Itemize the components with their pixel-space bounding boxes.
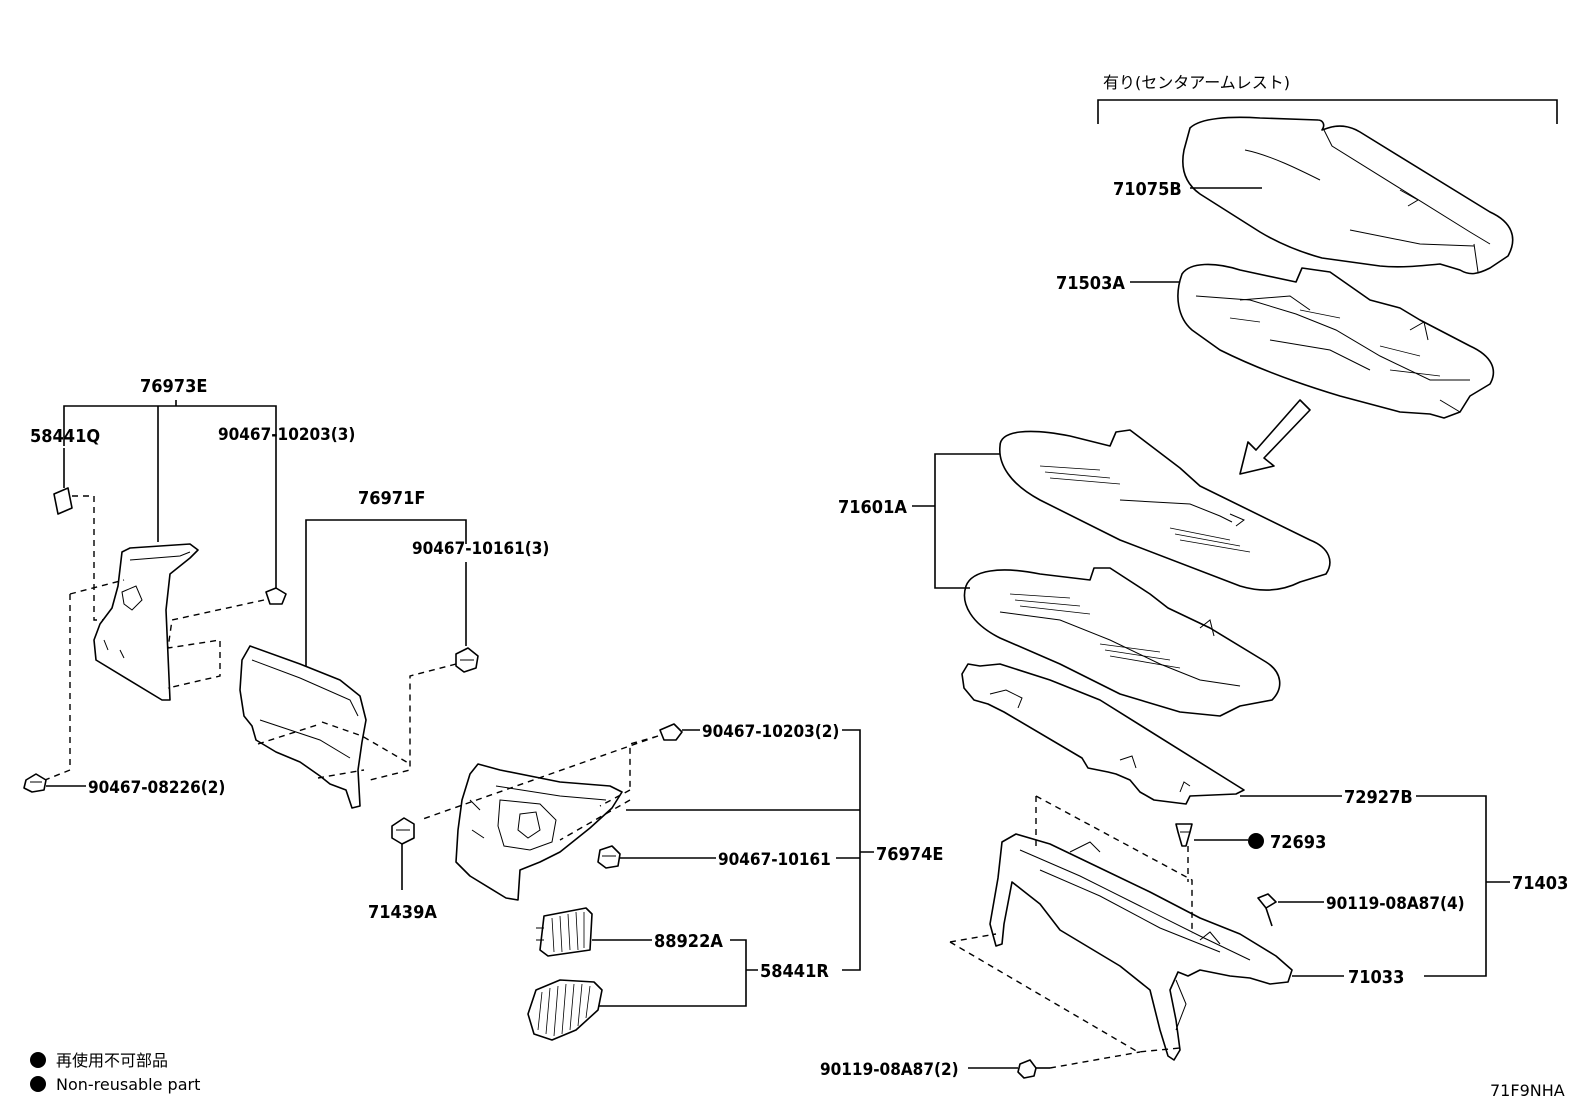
label-76973E: 76973E [140, 376, 207, 397]
clip-90467-10203-3-icon [265, 587, 287, 605]
label-72927B: 72927B [1344, 787, 1413, 808]
clip-90467-10161-3-icon [455, 647, 479, 673]
variant-note: 有り(センタアームレスト) [1103, 73, 1290, 92]
legend-bullet-icon [30, 1052, 46, 1068]
side-panel-76974E [455, 763, 623, 901]
bolt-90119-4-icon [1257, 893, 1277, 927]
clip-72693-icon [1175, 823, 1193, 847]
label-90467-10161: 90467-10161 [718, 850, 831, 870]
bolt-90119-2-icon [1017, 1059, 1050, 1079]
cap-58441Q-icon [53, 487, 73, 515]
label-71439A: 71439A [368, 902, 437, 923]
label-90467-10203-3: 90467-10203(3) [218, 425, 355, 445]
label-71503A: 71503A [1056, 273, 1125, 294]
label-88922A: 88922A [654, 931, 723, 952]
label-90119-08A87-2: 90119-08A87(2) [820, 1060, 959, 1080]
non-reusable-mark-icon [1248, 833, 1264, 849]
label-76971F: 76971F [358, 488, 425, 509]
clip-90467-08226-2-icon [23, 773, 47, 793]
seat-back-cover-71075B [1182, 116, 1514, 275]
label-90467-10203-2: 90467-10203(2) [702, 722, 839, 742]
label-76974E: 76974E [876, 844, 943, 865]
legend-bullet-icon [30, 1076, 46, 1092]
label-90467-08226-2: 90467-08226(2) [88, 778, 225, 798]
label-58441Q: 58441Q [30, 426, 100, 447]
clip-90467-10203-2-icon [659, 723, 683, 741]
seat-cushion-cover-71601A [999, 429, 1331, 591]
label-90119-08A87-4: 90119-08A87(4) [1326, 894, 1465, 914]
label-71601A: 71601A [838, 497, 907, 518]
label-58441R: 58441R [760, 961, 829, 982]
seat-frame-71033 [989, 833, 1293, 1061]
label-72693: 72693 [1270, 832, 1326, 853]
legend-jp: 再使用不可部品 [56, 1051, 168, 1070]
grille-58441R [527, 979, 603, 1041]
side-panel-76971F [239, 645, 367, 809]
clip-71439A-icon [391, 817, 415, 845]
center-armrest-bracket [1097, 99, 1558, 124]
figure-code: 71F9NHA [1490, 1081, 1565, 1099]
side-panel-76973E [93, 543, 199, 701]
seat-board-72927B [961, 663, 1245, 805]
label-71403: 71403 [1512, 873, 1568, 894]
seat-back-pad-71503A [1177, 263, 1495, 419]
grille-88922A [536, 907, 593, 957]
seat-cushion-pad-71601A [963, 567, 1281, 717]
direction-arrow-icon [1239, 399, 1311, 475]
clip-90467-10161-icon [597, 845, 621, 869]
label-90467-10161-3: 90467-10161(3) [412, 539, 549, 559]
legend-en: Non-reusable part [56, 1075, 200, 1094]
label-71075B: 71075B [1113, 179, 1182, 200]
label-71033: 71033 [1348, 967, 1404, 988]
